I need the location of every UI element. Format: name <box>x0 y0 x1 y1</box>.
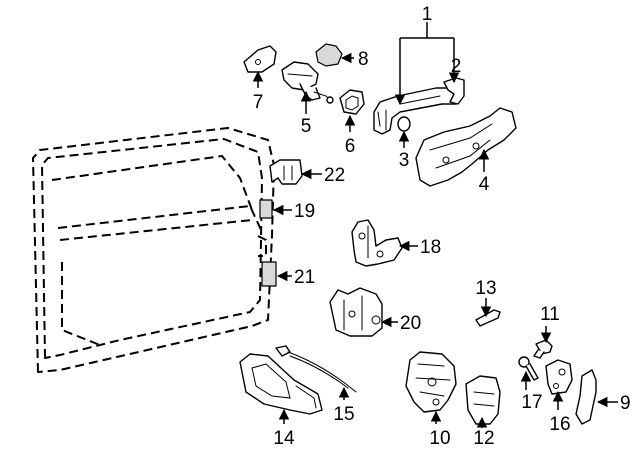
callout-1: 1 <box>422 4 433 25</box>
inside-handle-part <box>239 353 323 415</box>
latch-shield-part <box>465 375 501 425</box>
callout-4: 4 <box>479 174 490 195</box>
callout-5: 5 <box>301 116 312 137</box>
callout-11: 11 <box>540 304 560 325</box>
callout-8: 8 <box>358 49 369 70</box>
check-strap-part <box>269 159 303 185</box>
striker-part <box>545 359 573 395</box>
handle-bracket-part <box>415 107 517 187</box>
callout-6: 6 <box>345 136 356 157</box>
cylinder-cap-part <box>315 43 343 67</box>
cylinder-cover-part <box>243 45 277 73</box>
leader-lines <box>252 22 618 428</box>
gasket-part <box>339 89 365 115</box>
callout-2: 2 <box>451 56 462 77</box>
release-cable-part <box>275 345 357 393</box>
callout-16: 16 <box>549 414 570 435</box>
callout-12: 12 <box>473 428 494 449</box>
mounting-bolt-part <box>533 339 553 359</box>
callout-labels: 1 2 3 4 5 6 7 8 22 19 21 18 20 13 11 17 … <box>253 4 631 449</box>
door-hinge-part <box>351 219 403 267</box>
latch-cover-part <box>575 369 597 425</box>
callout-22: 22 <box>324 165 345 186</box>
tape-patch-lower-part <box>261 261 277 287</box>
callout-13: 13 <box>475 278 496 299</box>
callout-7: 7 <box>253 92 264 113</box>
retaining-clip-part <box>475 309 501 327</box>
seal-ring-part <box>397 116 411 132</box>
lower-hinge-part <box>329 287 383 337</box>
callout-10: 10 <box>429 428 450 449</box>
callout-14: 14 <box>273 428 295 449</box>
callout-18: 18 <box>420 237 441 258</box>
callout-17: 17 <box>521 392 542 413</box>
door-outline <box>32 127 275 373</box>
callout-9: 9 <box>620 393 631 414</box>
latch-assembly-part <box>405 351 457 413</box>
outside-handle-part <box>373 87 461 135</box>
lock-cylinder-part <box>281 61 334 104</box>
callout-3: 3 <box>399 150 410 171</box>
callout-15: 15 <box>333 404 354 425</box>
screw-part <box>518 356 539 381</box>
callout-19: 19 <box>294 201 315 222</box>
tape-patch-upper-part <box>259 199 273 219</box>
callout-21: 21 <box>294 267 315 288</box>
callout-20: 20 <box>400 313 421 334</box>
